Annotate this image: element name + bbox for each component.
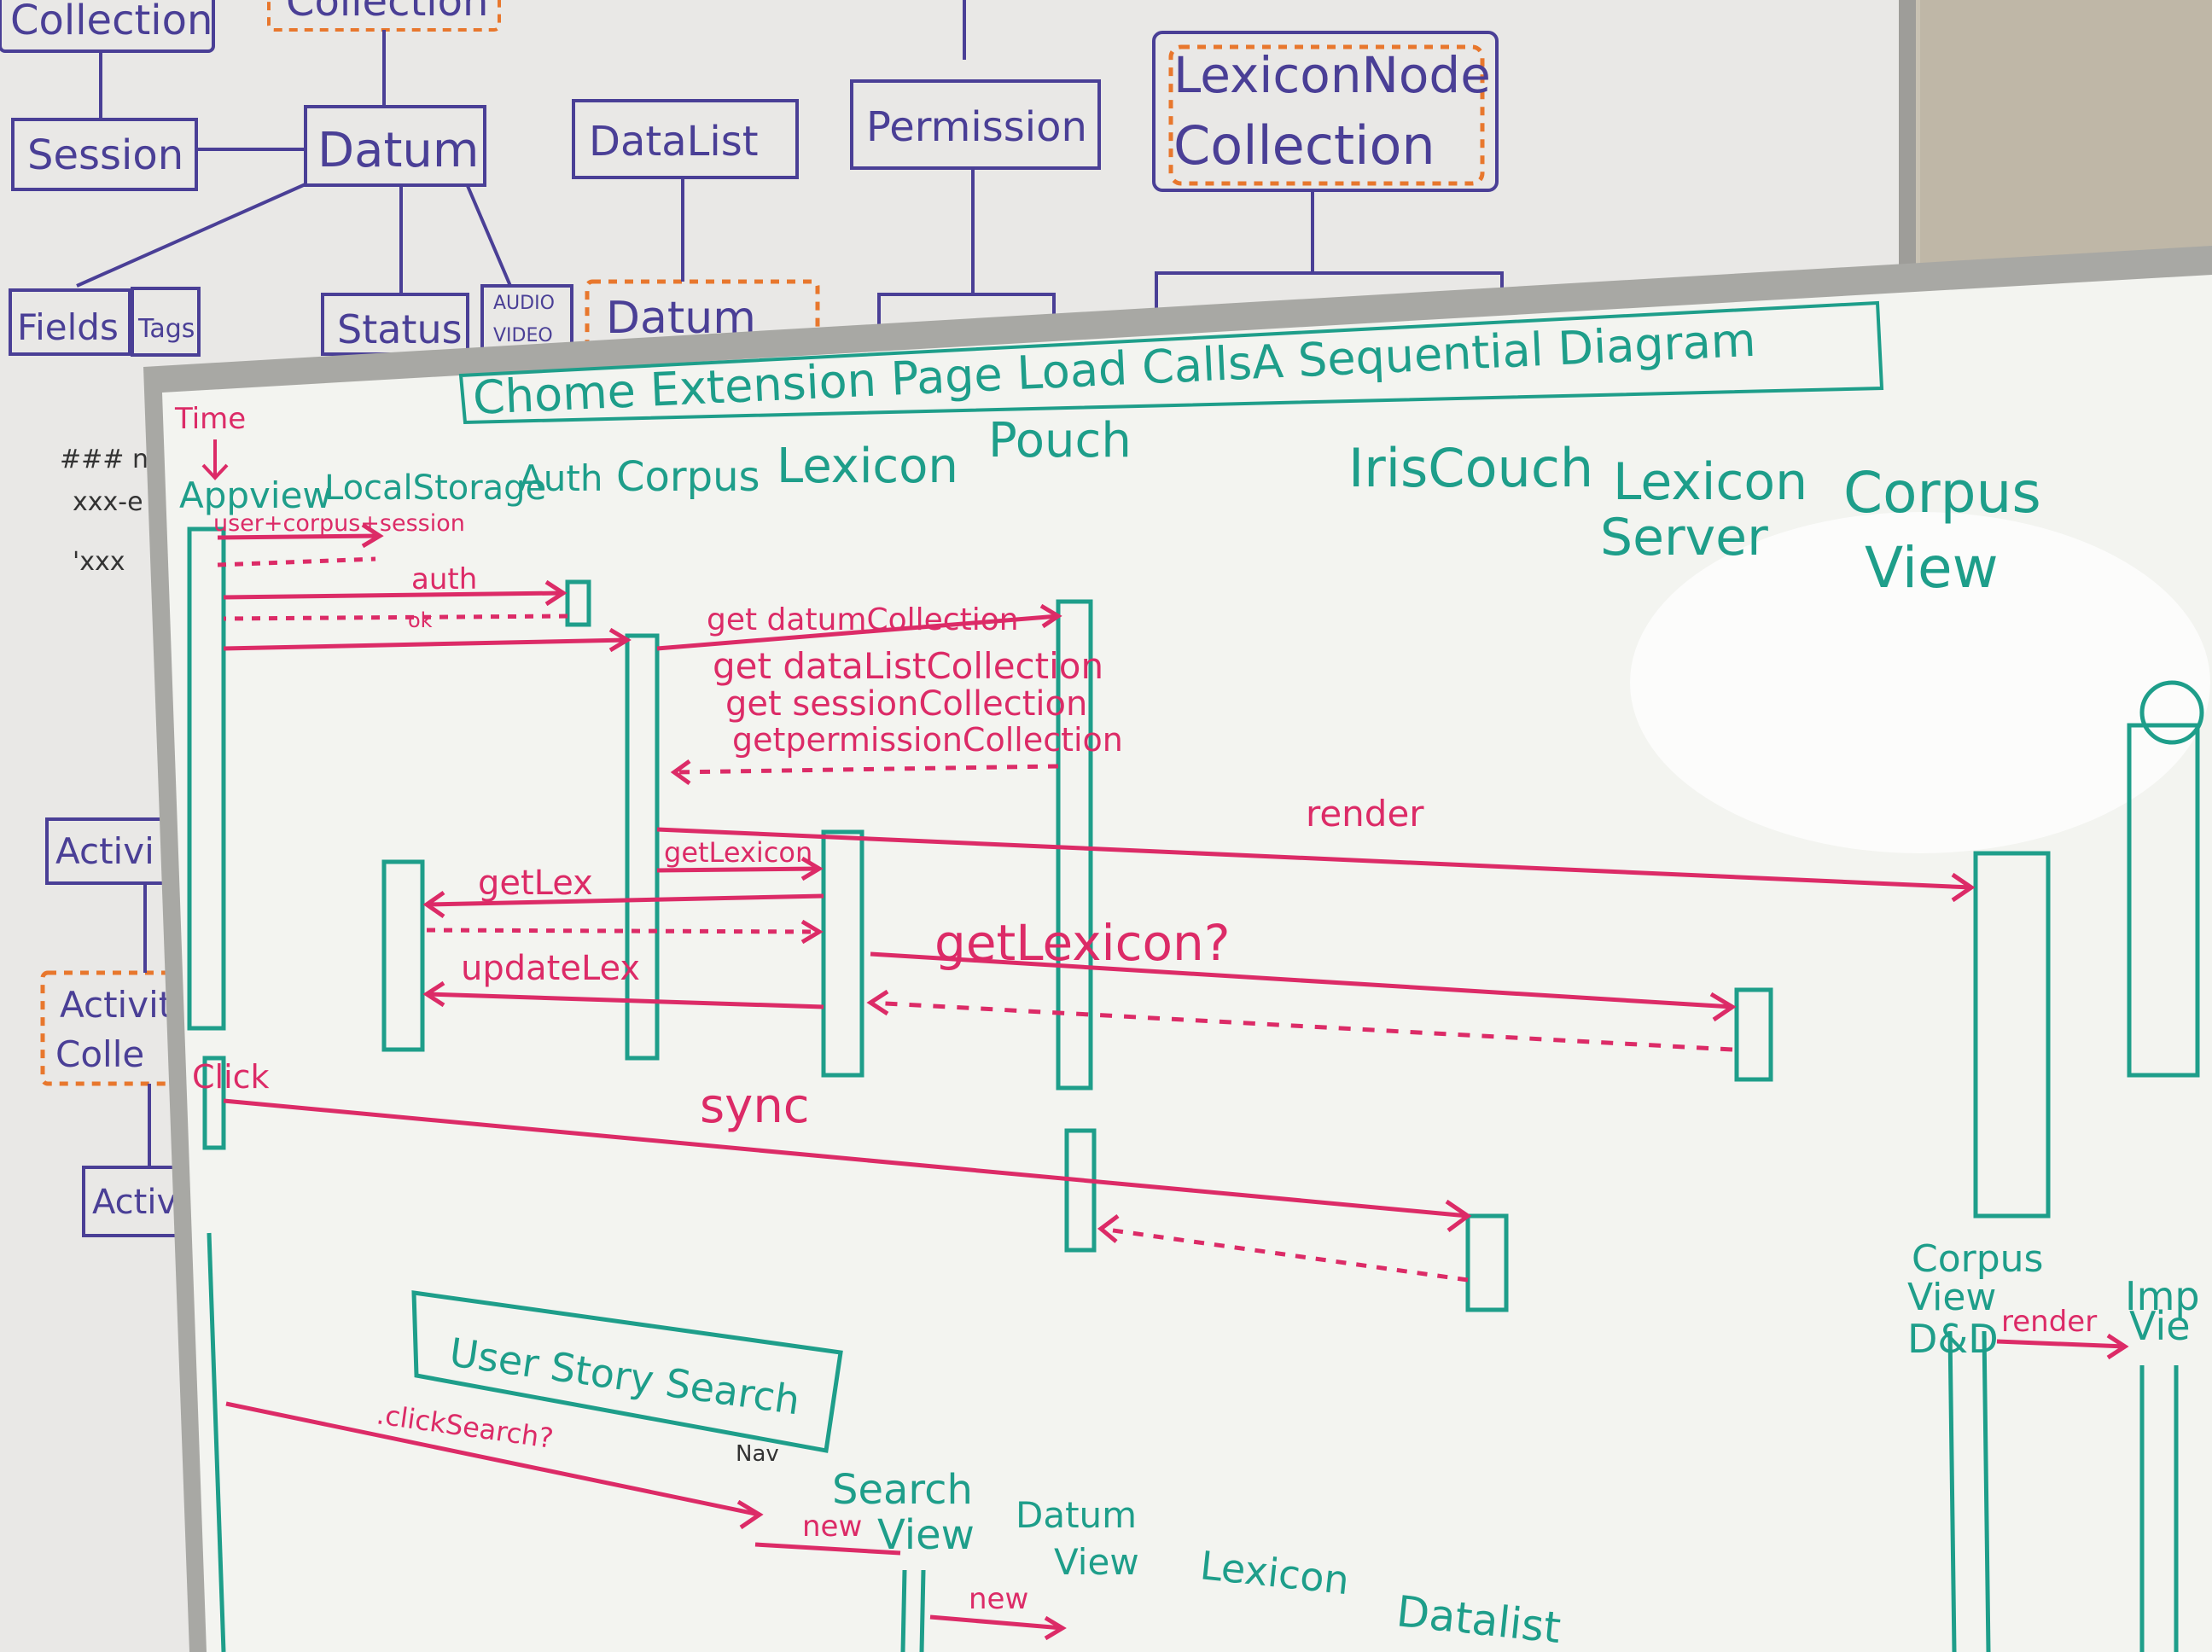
label-corpus-view-d-1: Corpus [1912, 1237, 2043, 1281]
text-tags: Tags [137, 314, 195, 344]
text-activity-b: Activi [92, 1183, 186, 1222]
time-label: Time [174, 402, 246, 436]
lifeline-lexicon-server-1: Lexicon [1613, 452, 1807, 512]
activation-iriscouch [1465, 1213, 1509, 1312]
box-permission [850, 79, 1101, 170]
msg-ok: ok [408, 608, 433, 632]
text-collection-b: Collection [286, 0, 488, 26]
text-status: Status [337, 306, 463, 352]
box-session [11, 118, 198, 191]
activation-pouch-sync [1064, 1128, 1097, 1253]
label-search-view-2: View [877, 1511, 975, 1559]
front-whiteboard: Chome Extension Page Load CallsA Sequent… [143, 246, 2212, 1652]
lifeline-auth: Auth [519, 457, 602, 499]
text-permission: Permission [866, 103, 1087, 151]
box-datalist [572, 99, 799, 179]
activation-auth [565, 579, 591, 627]
box-tags [131, 287, 201, 357]
msg-get-lexicon: getLexicon [664, 836, 812, 869]
user-story-box [411, 1290, 843, 1453]
msg-get-datalist: get dataListCollection [713, 645, 1103, 687]
lifeline-corpus-view-2: View [1865, 535, 1999, 601]
box-fields [9, 288, 131, 356]
msg-auth: auth [411, 562, 477, 596]
msg-click: Click [192, 1058, 270, 1096]
label-imp-2: Vie [2129, 1303, 2191, 1349]
lifeline-iriscouch: IrisCouch [1348, 437, 1593, 499]
activation-right-edge [2127, 723, 2200, 1078]
right-edge-circle [2139, 680, 2204, 745]
msg-get-lex: getLex [478, 864, 593, 903]
lifeline-appview: Appview [179, 474, 332, 516]
msg-render: render [1306, 793, 1424, 835]
label-datum-view-2: View [1054, 1541, 1139, 1583]
box-lexicon-node-inner [1168, 44, 1485, 186]
activation-corpus [625, 633, 660, 1061]
msg-update-lex: updateLex [461, 949, 640, 988]
text-datum: Datum [317, 123, 479, 178]
box-datum [304, 105, 486, 187]
note-3: 'xxx [73, 547, 125, 577]
box-collection-a [0, 0, 215, 53]
label-nav: Nav [736, 1441, 779, 1467]
lifeline-lexicon-server-2: Server [1600, 508, 1768, 567]
text-datalist: DataList [589, 118, 759, 166]
text-activity-coll-2: Colle [55, 1033, 144, 1075]
text-activity: Activi [55, 830, 154, 872]
label-corpus-view-d-2: View [1907, 1276, 1996, 1319]
msg-get-permission: getpermissionCollection [732, 721, 1123, 759]
text-video: VIDEO [493, 325, 553, 346]
msg-sync: sync [700, 1079, 810, 1134]
text-lexicon-node-1: LexiconNode [1173, 46, 1491, 104]
text-audio: AUDIO [493, 293, 555, 314]
lifeline-lexicon: Lexicon [777, 439, 958, 494]
activation-localstorage [381, 859, 425, 1052]
text-fields: Fields [17, 306, 119, 348]
lifeline-pouch: Pouch [988, 413, 1132, 468]
msg-user-corpus-session: user+corpus+session [213, 510, 465, 537]
lifeline-corpus: Corpus [616, 453, 760, 501]
msg-new-1: new [802, 1509, 862, 1544]
lifeline-corpus-view-1: Corpus [1843, 460, 2041, 526]
title-box [458, 300, 1884, 425]
label-imp-1: Imp [2125, 1273, 2200, 1319]
lifeline-localstorage: LocalStorage [324, 468, 546, 508]
wall-shadow-right [1920, 0, 2212, 273]
glare [1630, 512, 2210, 853]
activation-lexicon-server [1734, 987, 1773, 1082]
activation-appview [187, 526, 226, 1031]
label-datum-view-1: Datum [1016, 1494, 1137, 1536]
text-collection-a: Collection [10, 0, 212, 44]
msg-get-datum: get datumCollection [707, 602, 1019, 637]
msg-new-2: new [969, 1582, 1028, 1616]
text-lexicon-node-2: Collection [1173, 114, 1435, 177]
msg-render-small: render [2001, 1305, 2097, 1339]
label-search-view-1: Search [832, 1466, 973, 1514]
note-2: xxx-e [73, 487, 143, 517]
activation-lexicon [821, 829, 864, 1078]
label-dd: D&D [1907, 1316, 1999, 1362]
msg-get-lexicon-q: getLexicon? [934, 914, 1231, 972]
activation-pouch [1056, 599, 1093, 1091]
msg-get-session: get sessionCollection [725, 684, 1087, 724]
box-lexicon-node [1152, 31, 1499, 192]
activation-corpus-view [1973, 851, 2051, 1219]
text-session: Session [27, 131, 183, 179]
